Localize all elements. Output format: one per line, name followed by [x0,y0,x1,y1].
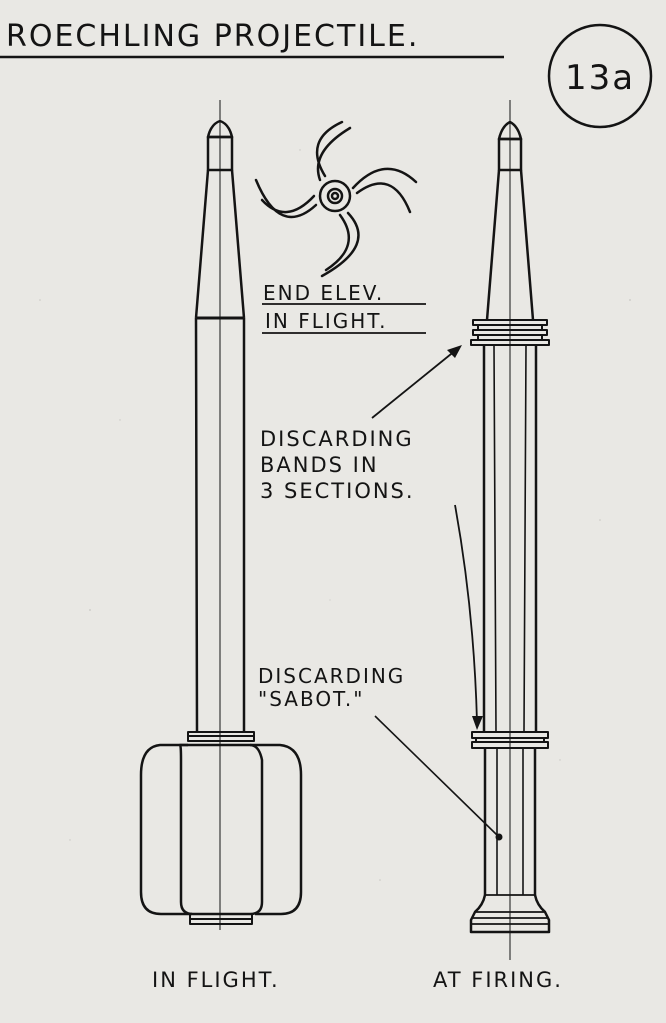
caption-at-firing: AT FIRING. [433,968,563,992]
bands-label-line2: BANDS IN [260,453,379,477]
projectile-at-firing [469,100,551,960]
sabot-label-line2: "SABOT." [258,687,364,711]
bands-label-line3: 3 SECTIONS. [260,479,415,503]
end-elevation-view [254,120,418,278]
end-elev-label-line2: IN FLIGHT. [265,309,388,333]
end-elev-label-line1: END ELEV. [263,281,384,305]
bands-label-line1: DISCARDING [260,427,414,451]
projectile-in-flight [139,100,303,930]
paper-texture [39,149,631,881]
caption-in-flight: IN FLIGHT. [152,968,280,992]
sabot-label-line1: DISCARDING [258,664,405,688]
plate-number: 13a [565,58,635,98]
leader-lines [371,345,503,841]
page-title: ROECHLING PROJECTILE. [6,19,419,54]
plate-number-badge: 13a [547,23,653,129]
